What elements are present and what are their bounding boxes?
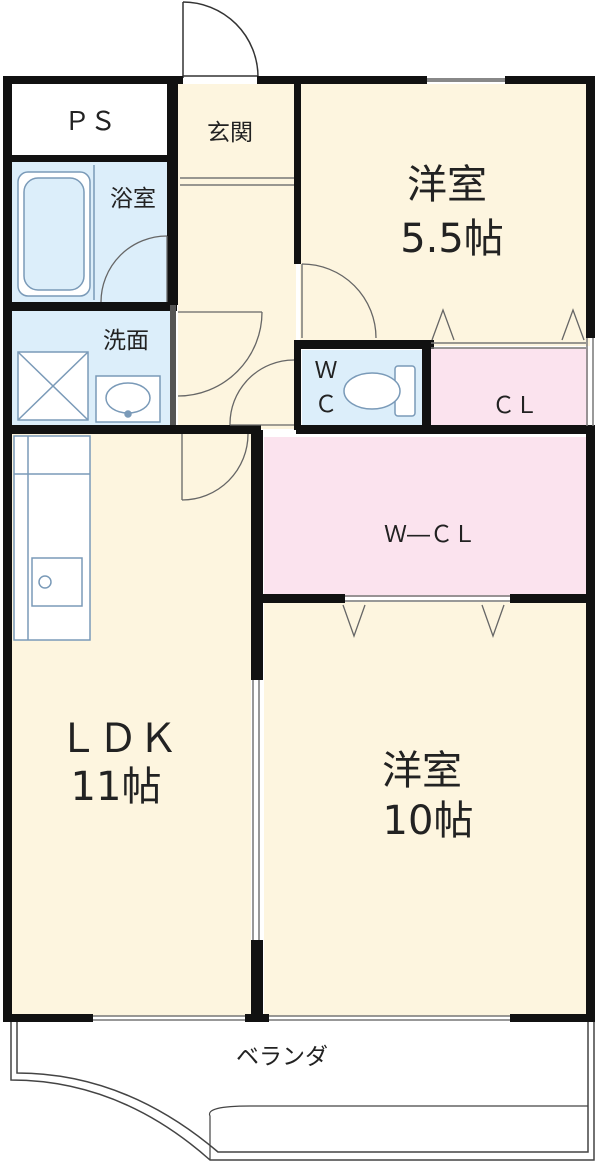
- ldk-label-line1: ＬＤＫ: [58, 716, 178, 762]
- wc-label-line1: Ｗ: [315, 358, 338, 384]
- closet-label: ＣＬ: [492, 393, 538, 419]
- bedroom-large-label-line2: 10帖: [383, 798, 474, 844]
- sash-lines: [93, 177, 594, 1021]
- bedroom-large-floor: [264, 602, 588, 1016]
- ldk-label-line2: 11帖: [71, 764, 162, 810]
- walk-in-closet-label: Ｗ―ＣＬ: [384, 522, 476, 548]
- room-labels: ＰＳ 玄関 洋室 5.5帖 浴室 洗面 Ｗ Ｃ ＣＬ Ｗ―ＣＬ ＬＤＫ 11帖 …: [58, 107, 538, 1070]
- bathtub-inner: [23, 177, 85, 291]
- closet-floor: [430, 348, 588, 426]
- washroom-label: 洗面: [103, 328, 149, 354]
- veranda-label: ベランダ: [236, 1044, 328, 1070]
- walls: [3, 76, 595, 1022]
- genkan-label: 玄関: [207, 120, 253, 146]
- toilet-bowl-icon: [343, 372, 401, 410]
- bedroom-large-label-line1: 洋室: [382, 748, 462, 794]
- ps-floor: [11, 84, 169, 158]
- bathroom-label: 浴室: [110, 186, 156, 212]
- front-door: [182, 1, 259, 78]
- kitchen-counter-icon: [13, 435, 91, 641]
- fixtures: [13, 165, 416, 641]
- door-swings: [100, 235, 585, 638]
- walk-in-closet-floor: [264, 437, 588, 597]
- veranda: [10, 1022, 595, 1161]
- bedroom-small-floor: [300, 84, 590, 346]
- ps-label: ＰＳ: [64, 107, 116, 137]
- wc-label-line2: Ｃ: [315, 392, 338, 418]
- bedroom-small-label-line1: 洋室: [407, 162, 487, 208]
- bedroom-small-label-line2: 5.5帖: [400, 216, 504, 262]
